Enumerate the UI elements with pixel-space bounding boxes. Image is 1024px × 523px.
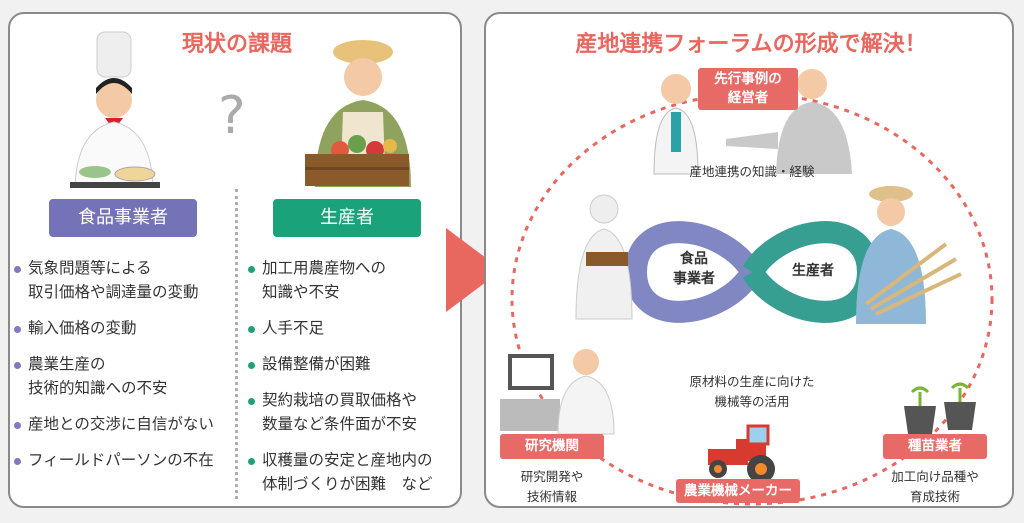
solution-panel: 産地連携フォーラムの形成で解決！ 先行事例の経営者 産地連携の知識・経験 食品事… — [484, 12, 1014, 508]
divider — [235, 189, 238, 499]
center-producer: 生産者 — [792, 263, 834, 279]
center-food-business: 食品事業者 — [673, 251, 715, 287]
current-issues-panel: 現状の課題 ? 食品事業者 生産者 気象問題等による取引価格や調達量の変動 輸入… — [8, 12, 462, 508]
issue-item: 設備整備が困難 — [248, 352, 433, 376]
food-business-issues: 気象問題等による取引価格や調達量の変動 輸入価格の変動 農業生産の技術的知識への… — [14, 256, 214, 484]
producer-issues: 加工用農産物への知識や不安 人手不足 設備整備が困難 契約栽培の買取価格や数量な… — [248, 256, 433, 508]
issue-item: 収穫量の安定と産地内の体制づくりが困難 など — [248, 448, 433, 496]
issue-item: 農業生産の技術的知識への不安 — [14, 352, 214, 400]
issue-item: 契約栽培の買取価格や数量など条件面が不安 — [248, 388, 433, 436]
question-mark: ? — [218, 86, 246, 146]
research-label: 研究機関 — [500, 434, 604, 459]
issues-title: 現状の課題 — [181, 32, 292, 57]
forum-circle — [500, 69, 994, 506]
issue-item: 産地との交渉に自信がない — [14, 412, 214, 436]
seed-label: 種苗業者 — [883, 434, 987, 459]
solution-title: 産地連携フォーラムの形成で解決！ — [575, 32, 927, 57]
food-business-label: 食品事業者 — [49, 199, 197, 237]
farmer-illustration — [305, 40, 411, 187]
machinery-caption: 原材料の生産に向けた機械等の活用 — [689, 374, 815, 409]
issue-item: 加工用農産物への知識や不安 — [248, 256, 433, 304]
arrow-right-icon — [446, 228, 502, 312]
issue-item: 人手不足 — [248, 316, 433, 340]
producer-label: 生産者 — [273, 199, 421, 237]
issue-item: フィールドパーソンの不在 — [14, 448, 214, 472]
machinery-label: 農業機械メーカー — [676, 479, 800, 503]
issue-item: 輸入価格の変動 — [14, 316, 214, 340]
issue-item: 気象問題等による取引価格や調達量の変動 — [14, 256, 214, 304]
managers-label: 先行事例の経営者 — [698, 68, 798, 110]
chef-illustration — [70, 31, 160, 188]
managers-caption: 産地連携の知識・経験 — [689, 164, 815, 179]
seed-caption: 加工向け品種や育成技術 — [891, 469, 979, 504]
research-caption: 研究開発や技術情報 — [520, 469, 584, 504]
